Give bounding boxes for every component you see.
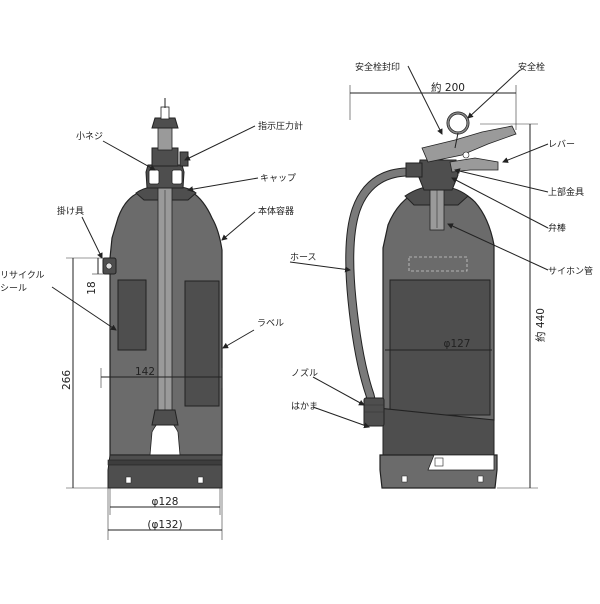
right-label-panel — [389, 279, 491, 416]
label-body-container: 本体容器 — [258, 205, 294, 217]
label-pressure-gauge: 指示圧力計 — [258, 120, 303, 132]
label-hose: ホース — [290, 252, 317, 263]
label-kone: 小ネジ — [76, 131, 103, 142]
label-label: ラベル — [257, 318, 284, 329]
right-extinguisher — [345, 111, 517, 489]
label-valve-stem: 弁棒 — [548, 222, 566, 234]
gauge-body — [157, 127, 173, 151]
label-recycle-seal-2: シール — [0, 284, 27, 294]
label-safety-pin: 安全栓 — [518, 61, 545, 73]
left-leaders — [51, 125, 259, 349]
dim-dia-128: φ128 — [152, 496, 179, 508]
dimension-labels: 266 18 142 φ128 (φ132) 約 200 φ127 約 440 — [61, 81, 547, 531]
label-siphon-tube: サイホン管 — [548, 265, 593, 277]
dim-width-200: 約 200 — [431, 81, 465, 94]
label-hakama: はかま — [291, 401, 318, 412]
label-upper-fitting: 上部金具 — [548, 186, 584, 198]
label-hanger: 掛け具 — [57, 205, 84, 217]
label-lever: レバー — [548, 139, 575, 150]
label-seal-stamp: 安全栓封印 — [355, 61, 400, 73]
hose-part — [346, 168, 415, 409]
dim-width-142: 142 — [135, 366, 155, 378]
part-labels: 小ネジ 指示圧力計 キャップ 本体容器 掛け具 リサイクル シール ラベル 安全… — [0, 61, 593, 412]
dim-height-440: 約 440 — [534, 308, 547, 342]
right-leaders — [289, 65, 549, 429]
left-dimensions — [66, 257, 223, 540]
label-recycle-seal-1: リサイクル — [0, 270, 45, 281]
dim-18: 18 — [86, 281, 98, 294]
label-nozzle: ノズル — [291, 367, 318, 379]
lever-part — [421, 125, 517, 163]
label-panel — [184, 280, 220, 407]
dim-height-266: 266 — [61, 370, 73, 390]
left-extinguisher — [102, 98, 223, 489]
dim-dia-127: φ127 — [444, 338, 471, 350]
right-dimensions — [349, 85, 538, 489]
label-cap: キャップ — [260, 173, 296, 184]
recycle-seal-panel — [117, 279, 147, 351]
dim-dia-132: (φ132) — [147, 519, 182, 531]
